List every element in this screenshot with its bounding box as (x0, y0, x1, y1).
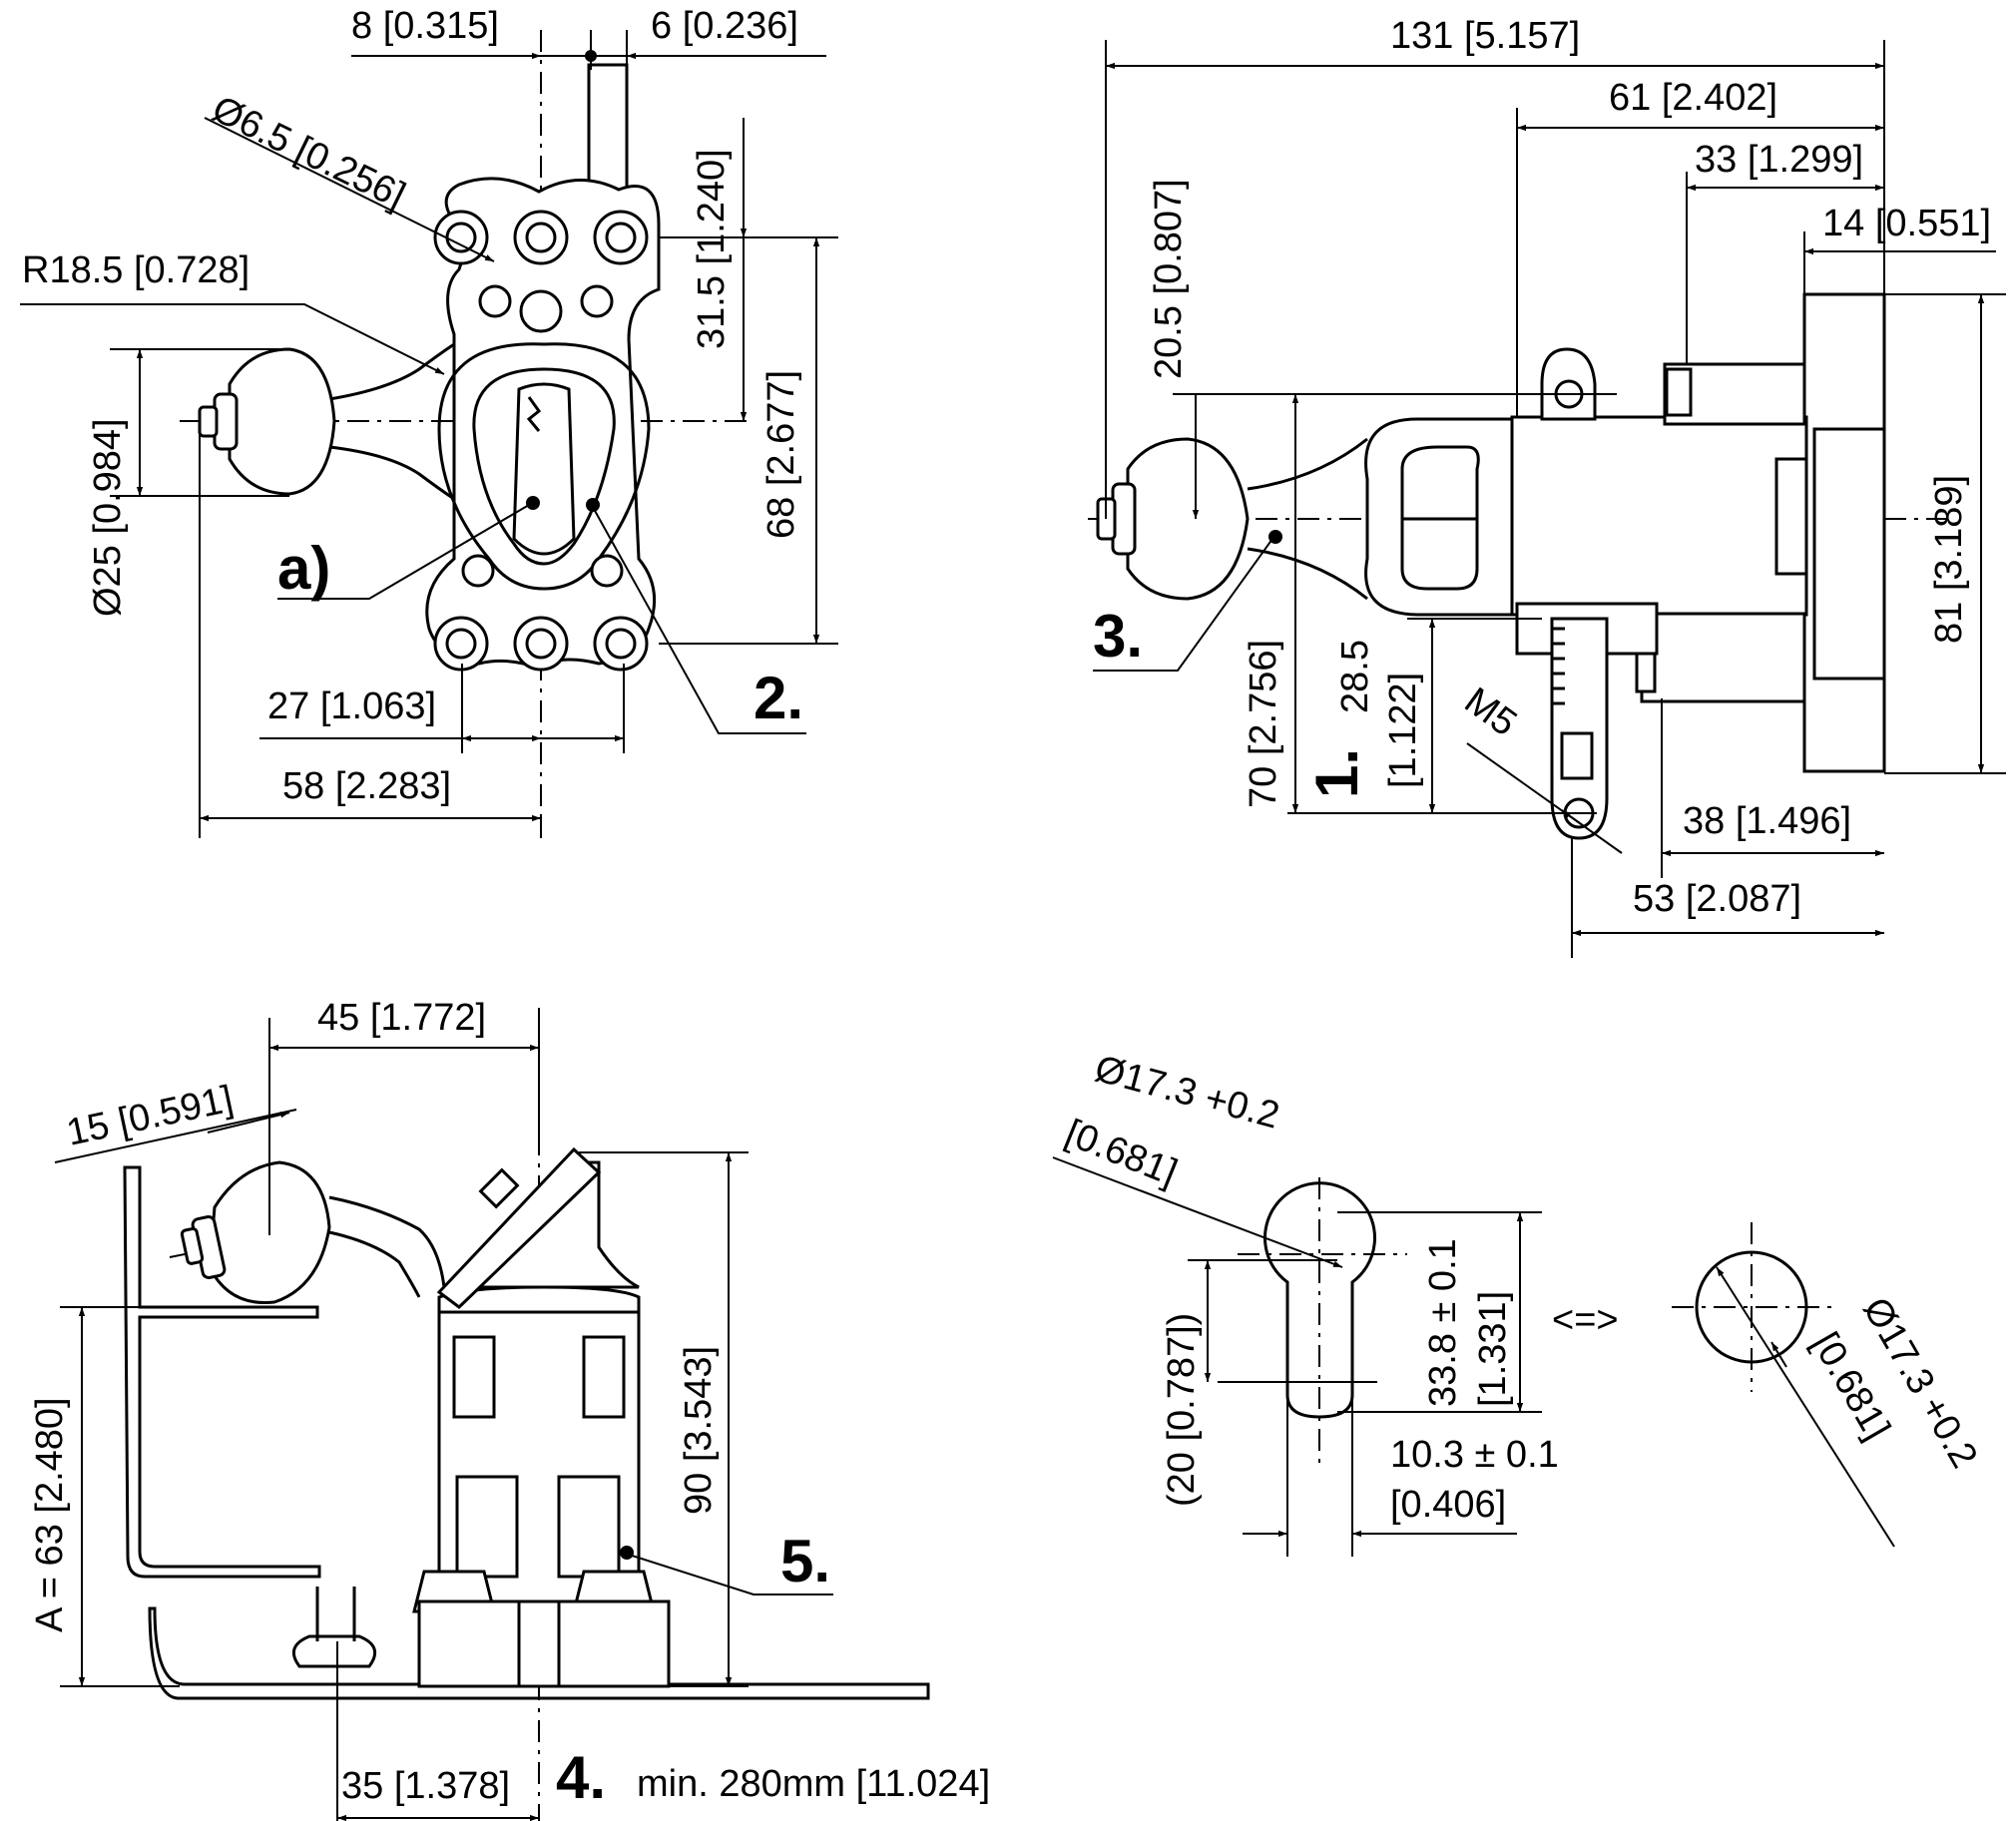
dim-31-5: 31.5 [1.240] (691, 149, 733, 349)
dim-10-3-in: [0.406] (1390, 1484, 1506, 1526)
side-view: 131 [5.157] 61 [2.402] 33 [1.299] 14 [0.… (1088, 15, 2006, 958)
callout-a: a) (277, 535, 330, 602)
equivalence-sign: <=> (1552, 1299, 1619, 1341)
callout-5: 5. (780, 1528, 830, 1594)
dim-8: 8 [0.315] (351, 5, 499, 47)
dim-45: 45 [1.772] (317, 997, 486, 1039)
dim-dia-25: Ø25 [0.984] (87, 418, 129, 617)
dim-81: 81 [3.189] (1928, 475, 1970, 644)
callout-2: 2. (754, 665, 803, 731)
dim-dia-6-5: Ø6.5 [0.256] (206, 88, 411, 217)
dim-35: 35 [1.378] (341, 1765, 510, 1807)
dim-10-3: 10.3 ± 0.1 (1390, 1434, 1559, 1476)
callout-4: 4. (556, 1744, 606, 1811)
dim-15: 15 [0.591] (63, 1079, 237, 1154)
mounting-holes (433, 210, 649, 672)
callout-3: 3. (1093, 603, 1143, 670)
min-length-note: min. 280mm [11.024] (637, 1763, 990, 1805)
dim-20-5: 20.5 [0.807] (1148, 179, 1190, 379)
dim-33-8: 33.8 ± 0.1 (1422, 1238, 1464, 1407)
dim-m5: M5 (1457, 680, 1524, 744)
dim-a-63: A = 63 [2.480] (29, 1397, 71, 1632)
dim-20: (20 [0.787]) (1161, 1313, 1203, 1507)
dim-90: 90 [3.543] (678, 1346, 720, 1515)
dim-53: 53 [2.087] (1633, 878, 1801, 920)
dim-68: 68 [2.677] (760, 370, 802, 539)
dim-27: 27 [1.063] (267, 685, 436, 727)
dim-14: 14 [0.551] (1822, 203, 1991, 244)
dim-70: 70 [2.756] (1243, 640, 1284, 808)
dim-58: 58 [2.283] (282, 765, 451, 807)
front-view: 8 [0.315] 6 [0.236] Ø6.5 [0.256] R18.5 [… (20, 5, 838, 838)
callout-1: 1. (1303, 748, 1370, 798)
dim-dia-17-3-a: Ø17.3 +0.2 (1091, 1048, 1284, 1138)
dim-28-5: 28.5 (1334, 640, 1376, 713)
dim-38: 38 [1.496] (1683, 800, 1851, 842)
installation-view: 45 [1.772] 15 [0.591] 90 [3.543] A = 63 … (29, 997, 990, 1821)
dim-33-8-in: [1.331] (1472, 1291, 1514, 1407)
dim-dia-17-3-a-in: [0.681] (1060, 1112, 1183, 1193)
dim-28-5-in: [1.122] (1382, 673, 1424, 788)
cutout-view: (20 [0.787]) 33.8 ± 0.1 [1.331] 10.3 ± 0… (1052, 1048, 1985, 1557)
dim-6: 6 [0.236] (651, 5, 798, 47)
dim-33: 33 [1.299] (1695, 139, 1863, 181)
dim-131: 131 [5.157] (1390, 15, 1580, 57)
dim-61: 61 [2.402] (1609, 77, 1777, 119)
dim-r18-5: R18.5 [0.728] (22, 249, 250, 291)
